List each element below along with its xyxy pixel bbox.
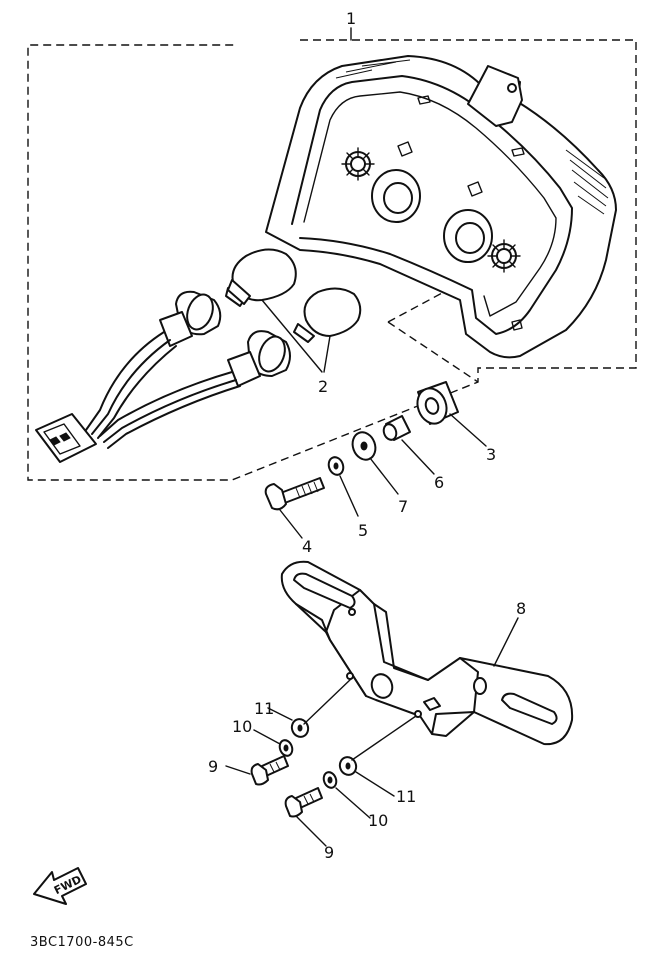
leader-7 <box>369 457 399 495</box>
callout-5: 5 <box>358 521 368 540</box>
leader-2a <box>261 299 323 373</box>
callout-9-right: 9 <box>324 843 334 862</box>
leader-2b <box>323 335 331 373</box>
leader-8 <box>493 617 519 667</box>
leader-10-left <box>253 729 281 745</box>
callout-11-right: 11 <box>396 787 416 806</box>
spring-washer-5 <box>327 456 345 476</box>
callout-11-left: 11 <box>254 699 274 718</box>
callout-6: 6 <box>434 473 444 492</box>
callout-7: 7 <box>398 497 408 516</box>
bolt-9-right <box>284 787 323 818</box>
leader-5 <box>339 475 359 517</box>
leader-3 <box>449 413 487 447</box>
license-plate-bracket <box>280 560 574 746</box>
spring-washer-10-right <box>322 771 338 789</box>
plate-washer-11-right <box>338 756 358 776</box>
spring-washer-10-left <box>278 739 294 757</box>
callout-1: 1 <box>346 9 356 28</box>
callout-9-left: 9 <box>208 757 218 776</box>
gear-icon <box>341 147 375 181</box>
leader-9-left <box>225 765 251 775</box>
plate-washer <box>351 431 377 461</box>
bolt-9-left <box>250 755 289 786</box>
leader-4 <box>279 509 303 539</box>
callout-8: 8 <box>516 599 526 618</box>
leader-6 <box>401 439 435 475</box>
leader-11-left <box>267 707 293 721</box>
callout-4: 4 <box>302 537 312 556</box>
wiring-harness <box>35 290 291 463</box>
leader-11-right <box>355 771 395 797</box>
forward-arrow-icon: FWD <box>33 867 87 905</box>
leader-11-right-to-bracket <box>351 715 417 761</box>
bulb-lower <box>293 287 362 343</box>
collar <box>382 415 411 441</box>
bolt-4 <box>264 477 325 511</box>
callout-10-right: 10 <box>368 811 388 830</box>
gear-icon <box>487 239 521 273</box>
leader-11-left-to-bracket <box>303 677 353 725</box>
leader-10-right <box>335 787 371 819</box>
tail-light-housing <box>265 55 617 359</box>
bulb-upper <box>225 248 297 307</box>
leader-9-right <box>295 815 327 847</box>
callout-3: 3 <box>486 445 496 464</box>
drawing-code: 3BC1700-845C <box>30 935 134 950</box>
grommet <box>416 381 459 425</box>
callout-10-left: 10 <box>232 717 252 736</box>
callout-2: 2 <box>318 377 328 396</box>
